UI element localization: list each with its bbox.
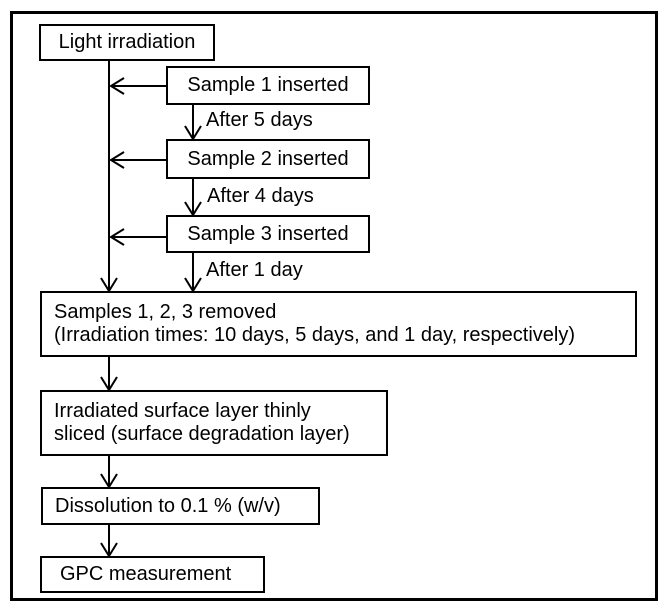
edge-label-after-1-day: After 1 day [206,259,303,281]
node-samples-removed-line2: (Irradiation times: 10 days, 5 days, and… [54,324,575,346]
edge-label-after-5-days: After 5 days [206,109,313,131]
arrow-sample3-to-removed [184,253,202,293]
node-samples-removed-text: Samples 1, 2, 3 removed (Irradiation tim… [54,301,575,347]
node-surface-sliced: Irradiated surface layer thinly sliced (… [40,390,388,456]
node-dissolution: Dissolution to 0.1 % (w/v) [41,487,320,525]
arrow-dissolution-to-gpc [100,525,118,558]
edge-label-after-4-days: After 4 days [207,185,314,207]
node-light-irradiation-label: Light irradiation [58,31,196,53]
node-sample-2-label: Sample 2 inserted [187,147,349,170]
arrow-sample3-to-timeline [109,228,166,246]
node-sample-3-label: Sample 3 inserted [187,222,349,245]
node-sample-1-label: Sample 1 inserted [187,74,349,96]
arrow-sample1-to-sample2 [184,105,202,141]
arrow-sample2-to-sample3 [184,179,202,217]
node-surface-sliced-text: Irradiated surface layer thinly sliced (… [54,400,350,446]
node-gpc-measurement: GPC measurement [40,556,265,593]
node-light-irradiation: Light irradiation [39,24,215,61]
arrow-sample2-to-timeline [109,151,166,169]
arrow-sliced-to-dissolution [100,456,118,489]
node-sample-2-inserted: Sample 2 inserted [166,139,370,179]
node-surface-sliced-line2: sliced (surface degradation layer) [54,423,350,445]
arrow-sample1-to-timeline [109,77,166,95]
node-sample-3-inserted: Sample 3 inserted [166,215,370,253]
arrow-timeline-down [100,61,118,293]
node-samples-removed-line1: Samples 1, 2, 3 removed [54,301,277,323]
node-samples-removed: Samples 1, 2, 3 removed (Irradiation tim… [40,291,637,357]
node-surface-sliced-line1: Irradiated surface layer thinly [54,400,311,422]
arrow-removed-to-sliced [100,357,118,392]
node-gpc-measurement-label: GPC measurement [60,563,232,585]
node-dissolution-label: Dissolution to 0.1 % (w/v) [55,494,281,517]
node-sample-1-inserted: Sample 1 inserted [166,66,370,105]
